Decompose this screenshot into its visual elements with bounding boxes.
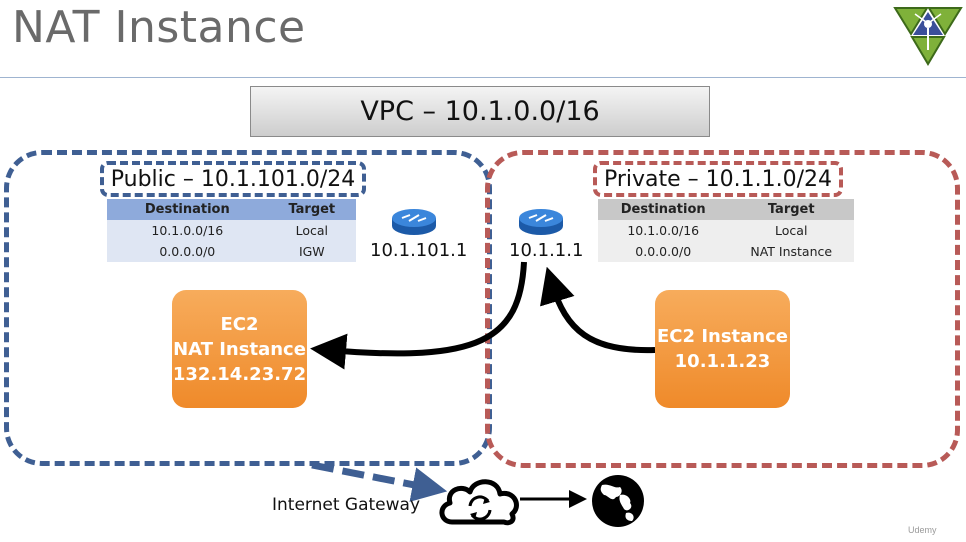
public-subnet-label: Public – 10.1.101.0/24 (100, 161, 366, 197)
arrow-router-to-nat (310, 261, 527, 370)
route-destination: 0.0.0.0/0 (598, 241, 729, 262)
vpc-label: VPC – 10.1.0.0/16 (250, 86, 710, 137)
title-divider (0, 77, 966, 78)
slide-title: NAT Instance (12, 2, 306, 53)
private-subnet-label: Private – 10.1.1.0/24 (593, 161, 843, 197)
route-table-header-row: Destination Target (598, 199, 854, 220)
internet-gateway-label: Internet Gateway (272, 495, 421, 515)
arrow-public-to-igw (311, 461, 448, 502)
private-subnet-region (485, 150, 960, 468)
ec2-nat-instance: EC2 NAT Instance 132.14.23.72 (172, 290, 307, 408)
ec2-nat-line2: NAT Instance (173, 338, 306, 360)
router-icon (392, 209, 436, 235)
arrow-ec2-to-router (540, 266, 656, 354)
route-table-row: 10.1.0.0/16 Local (107, 220, 356, 241)
ec2-instance-line1: EC2 Instance (657, 326, 788, 347)
logo-icon (893, 7, 963, 66)
ec2-instance-ip: 10.1.1.23 (674, 351, 771, 372)
route-table-header: Destination (107, 199, 268, 220)
cloud-sync-icon (439, 479, 519, 526)
ec2-private-instance: EC2 Instance 10.1.1.23 (655, 290, 790, 408)
private-route-table: Destination Target 10.1.0.0/16 Local 0.0… (598, 199, 854, 262)
route-target: Local (728, 220, 854, 241)
ec2-nat-ip: 132.14.23.72 (172, 363, 307, 385)
route-table-row: 0.0.0.0/0 IGW (107, 241, 356, 262)
route-destination: 10.1.0.0/16 (107, 220, 268, 241)
ec2-nat-line1: EC2 (220, 313, 259, 335)
route-target: Local (267, 220, 356, 241)
route-table-header: Target (267, 199, 356, 220)
route-target: IGW (267, 241, 356, 262)
route-table-row: 10.1.0.0/16 Local (598, 220, 854, 241)
globe-icon (592, 475, 644, 527)
route-table-header-row: Destination Target (107, 199, 356, 220)
public-route-table: Destination Target 10.1.0.0/16 Local 0.0… (107, 199, 356, 262)
route-destination: 0.0.0.0/0 (107, 241, 268, 262)
route-table-header: Destination (598, 199, 729, 220)
route-table-header: Target (728, 199, 854, 220)
route-destination: 10.1.0.0/16 (598, 220, 729, 241)
public-router-ip: 10.1.101.1 (370, 240, 468, 261)
watermark: Udemy (908, 525, 937, 535)
route-target: NAT Instance (728, 241, 854, 262)
route-table-row: 0.0.0.0/0 NAT Instance (598, 241, 854, 262)
router-icon (519, 209, 563, 235)
private-router-ip: 10.1.1.1 (509, 240, 584, 261)
